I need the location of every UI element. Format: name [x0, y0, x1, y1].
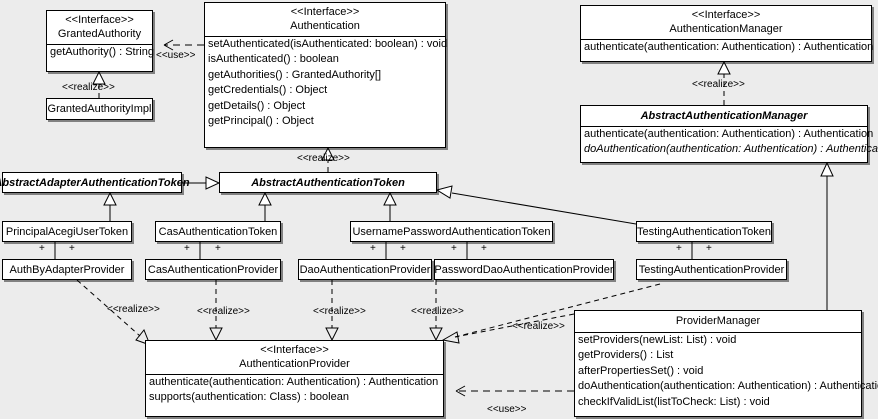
- operation-row: authenticate(authentication: Authenticat…: [584, 128, 874, 140]
- operations-compartment: setAuthenticated(isAuthenticated: boolea…: [205, 36, 448, 129]
- role-marker-plus: +: [370, 243, 376, 254]
- operation-row: checkIfValidList(listToCheck: List) : vo…: [578, 395, 770, 408]
- operation-row: authenticate(authentication: Authenticat…: [584, 41, 874, 53]
- class-abstract-authentication-token[interactable]: AbstractAuthenticationToken: [219, 172, 437, 193]
- class-cas-authentication-provider[interactable]: CasAuthenticationProvider: [145, 259, 281, 280]
- operation-row: getPrincipal() : Object: [208, 115, 314, 128]
- role-marker-plus: +: [39, 243, 45, 254]
- class-granted-authority-impl[interactable]: GrantedAuthorityImpl: [46, 98, 153, 120]
- class-auth-by-adapter-provider[interactable]: AuthByAdapterProvider: [2, 259, 132, 280]
- class-granted-authority[interactable]: <<Interface>> GrantedAuthority getAuthor…: [46, 10, 154, 72]
- class-cas-authentication-token[interactable]: CasAuthenticationToken: [155, 221, 281, 242]
- operation-row: supports(authentication: Class) : boolea…: [149, 391, 349, 404]
- edge-label-realize-authbyadapterprovider: <<realize>>: [107, 304, 160, 315]
- class-principal-acegi-user-token[interactable]: PrincipalAcegiUserToken: [2, 221, 132, 242]
- class-name-label: AbstractAuthenticationManager: [640, 110, 808, 122]
- class-name-label: GrantedAuthorityImpl: [47, 103, 152, 115]
- operations-compartment: authenticate(authentication: Authenticat…: [146, 374, 443, 406]
- edge-label-realize-grantedauthorityimpl: <<realize>>: [62, 82, 115, 93]
- class-dao-authentication-provider[interactable]: DaoAuthenticationProvider: [298, 259, 432, 280]
- class-name-label: AuthByAdapterProvider: [9, 263, 125, 276]
- edge-label-realize-passworddaoauthenticationprovider: <<realize>>: [411, 306, 464, 317]
- class-name-label: PasswordDaoAuthenticationProvider: [434, 263, 614, 276]
- operations-compartment: authenticate(authentication: Authenticat…: [581, 39, 874, 55]
- edge-label-use-providermanager-authenticationprovider: <<use>>: [487, 404, 527, 415]
- class-name-label: CasAuthenticationToken: [158, 225, 278, 238]
- class-abstract-adapter-authentication-token[interactable]: AbstractAdapterAuthenticationToken: [0, 172, 190, 193]
- operation-row: isAuthenticated() : boolean: [208, 53, 339, 66]
- operation-row: setAuthenticated(isAuthenticated: boolea…: [208, 38, 448, 50]
- role-marker-plus: +: [69, 243, 75, 254]
- stereotype-label: <<Interface>>: [260, 344, 329, 356]
- class-authentication-provider[interactable]: <<Interface>> AuthenticationProvider aut…: [145, 340, 444, 417]
- class-name-label: TestingAuthenticationProvider: [638, 263, 785, 276]
- class-authentication[interactable]: <<Interface>> Authentication setAuthenti…: [204, 2, 448, 148]
- class-name-label: GrantedAuthority: [57, 28, 142, 40]
- class-name-label: PrincipalAcegiUserToken: [5, 225, 129, 238]
- edge-providermanager-extends-abstractauthenticationmanager: [820, 161, 834, 310]
- operation-row: getAuthorities() : GrantedAuthority[]: [208, 68, 382, 81]
- class-username-password-authentication-token[interactable]: UsernamePasswordAuthenticationToken: [350, 221, 553, 242]
- edge-usernamepasswordtoken-extends-abstractauthenticationtoken: [383, 191, 397, 221]
- class-abstract-authentication-manager[interactable]: AbstractAuthenticationManager authentica…: [580, 105, 878, 163]
- role-marker-plus: +: [215, 243, 221, 254]
- operation-row: authenticate(authentication: Authenticat…: [149, 376, 439, 388]
- operation-row-abstract: doAuthentication(authentication: Authent…: [584, 143, 878, 156]
- stereotype-label: <<Interface>>: [65, 14, 134, 26]
- class-name-label: ProviderManager: [675, 315, 761, 327]
- edge-label-realize-casauthenticationprovider: <<realize>>: [197, 306, 250, 317]
- role-marker-plus: +: [400, 243, 406, 254]
- role-marker-plus: +: [676, 243, 682, 254]
- class-password-dao-authentication-provider[interactable]: PasswordDaoAuthenticationProvider: [434, 259, 614, 280]
- class-name-label: AuthenticationProvider: [239, 358, 350, 370]
- class-name-label: Authentication: [290, 20, 360, 32]
- role-marker-plus: +: [184, 243, 190, 254]
- class-name-label: UsernamePasswordAuthenticationToken: [352, 225, 551, 238]
- stereotype-label: <<Interface>>: [691, 9, 761, 21]
- operation-row: getAuthority() : String: [50, 46, 154, 58]
- class-name-label: DaoAuthenticationProvider: [299, 263, 431, 276]
- class-authentication-manager[interactable]: <<Interface>> AuthenticationManager auth…: [580, 5, 874, 62]
- edge-testingauthenticationtoken-extends-abstractauthenticationtoken: [435, 185, 637, 225]
- operation-row: getProviders() : List: [578, 349, 674, 362]
- operations-compartment: setProviders(newList: List) : void getPr…: [575, 332, 878, 410]
- class-provider-manager[interactable]: ProviderManager setProviders(newList: Li…: [574, 310, 878, 417]
- operations-compartment: getAuthority() : String: [47, 44, 154, 60]
- edge-label-realize-abstractauthenticationmanager: <<realize>>: [692, 79, 745, 90]
- operation-row: getDetails() : Object: [208, 99, 306, 112]
- role-marker-plus: +: [706, 243, 712, 254]
- edge-label-use-authentication-grantedauthority: <<use>>: [156, 50, 196, 61]
- class-name-label: CasAuthenticationProvider: [147, 263, 279, 276]
- operation-row: getCredentials() : Object: [208, 84, 328, 97]
- class-testing-authentication-token[interactable]: TestingAuthenticationToken: [636, 221, 772, 242]
- class-testing-authentication-provider[interactable]: TestingAuthenticationProvider: [636, 259, 787, 280]
- operation-row: doAuthentication(authentication: Authent…: [578, 380, 878, 393]
- edge-label-realize-abstractauthenticationtoken: <<realize>>: [297, 153, 350, 164]
- operation-row: setProviders(newList: List) : void: [578, 334, 737, 346]
- edge-principalacegiusertoken-extends-abstractadaptertoken: [103, 191, 117, 221]
- class-name-label: TestingAuthenticationToken: [637, 225, 771, 238]
- role-marker-plus: +: [481, 243, 487, 254]
- class-name-label: AbstractAuthenticationToken: [251, 176, 405, 189]
- class-name-label: AuthenticationManager: [669, 23, 783, 35]
- role-marker-plus: +: [451, 243, 457, 254]
- operation-row: afterPropertiesSet() : void: [578, 364, 704, 377]
- stereotype-label: <<Interface>>: [290, 6, 360, 18]
- edge-label-realize-daoauthenticationprovider: <<realize>>: [313, 306, 366, 317]
- class-name-label: AbstractAdapterAuthenticationToken: [0, 176, 190, 189]
- edge-label-realize-testingauthenticationprovider: <<realize>>: [512, 321, 565, 332]
- edge-casauthenticationtoken-extends-abstractauthenticationtoken: [258, 191, 272, 221]
- operations-compartment: authenticate(authentication: Authenticat…: [581, 126, 878, 158]
